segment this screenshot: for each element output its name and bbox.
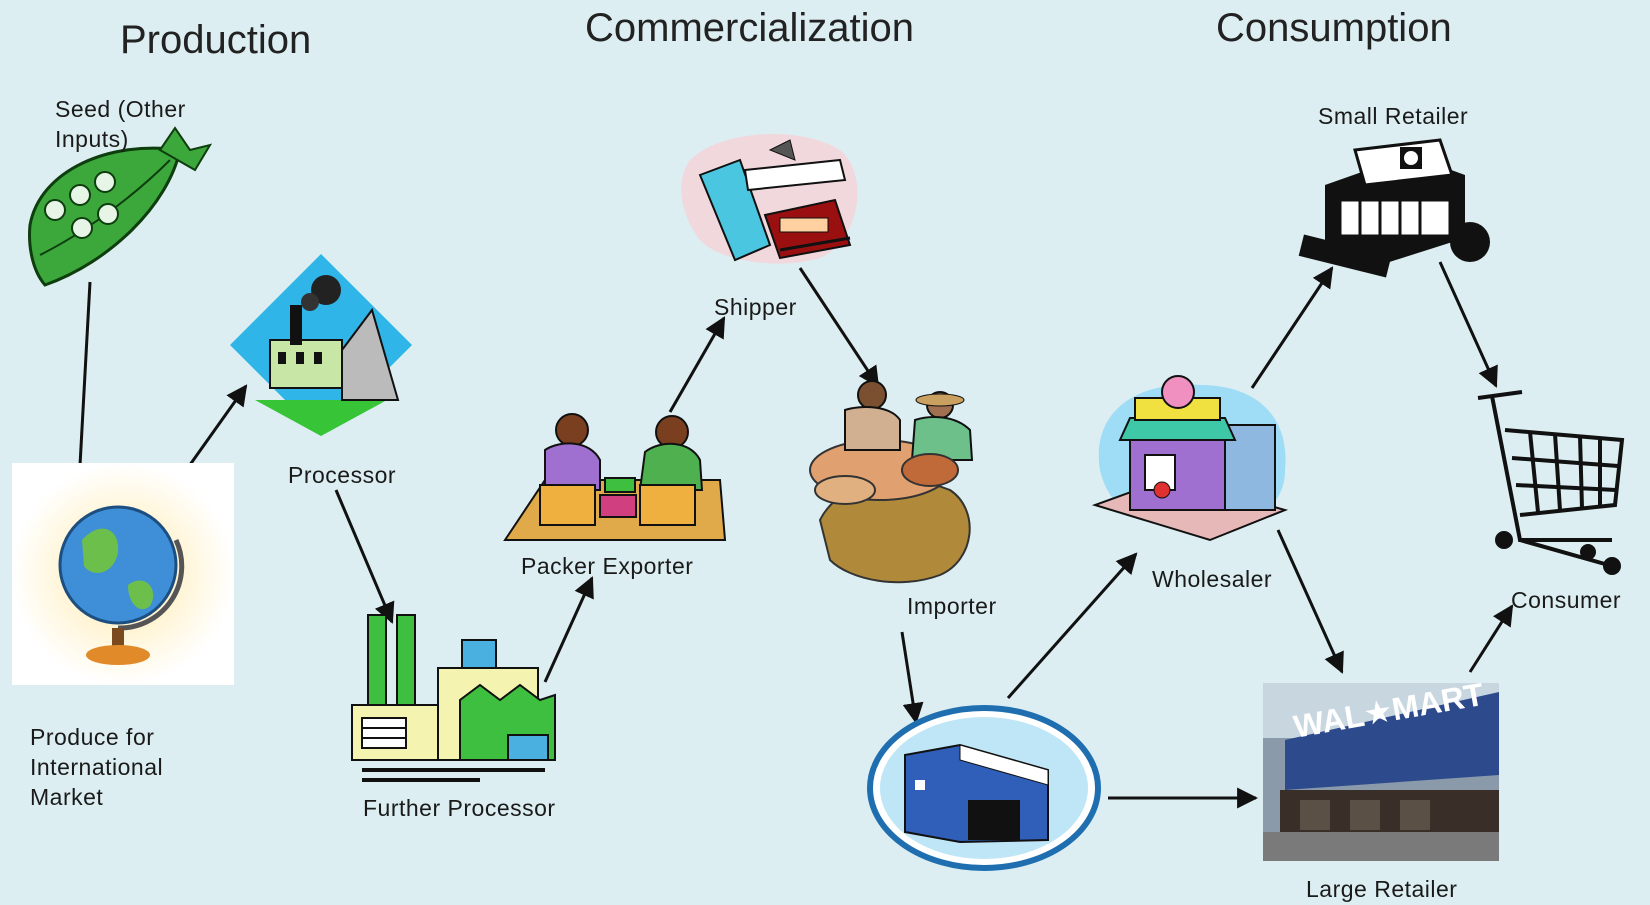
label-packer-exporter: Packer Exporter: [521, 553, 694, 579]
arrow-processor-to-further: [334, 489, 395, 624]
arrow-wholesaler-to-small: [1250, 266, 1334, 389]
header-consumption: Consumption: [1216, 6, 1452, 50]
label-processor: Processor: [288, 462, 397, 488]
label-shipper: Shipper: [714, 294, 797, 320]
cash-register-icon: [1298, 138, 1490, 278]
shopping-cart-icon: [1477, 390, 1625, 575]
header-commercialization: Commercialization: [585, 6, 914, 50]
flow-arrows: [68, 261, 1514, 809]
arrow-large-to-consumer: [1468, 604, 1514, 673]
arrow-packer-to-shipper: [668, 316, 726, 413]
arrow-small-to-consumer: [1438, 261, 1498, 388]
header-production: Production: [120, 18, 312, 62]
walmart-photo-icon: [1263, 683, 1499, 861]
transport-icon: [681, 133, 858, 264]
arrow-shipper-to-importer: [798, 267, 880, 388]
packers-icon: [503, 413, 727, 541]
arrow-importer-to-warehouse: [900, 631, 924, 725]
factory-diamond-icon: [230, 254, 412, 436]
label-large-retailer: Large Retailer: [1306, 876, 1458, 902]
green-factory-icon: [351, 614, 556, 782]
globe-icon: [12, 463, 234, 685]
arrow-wholesaler-to-large: [1276, 529, 1344, 674]
pea-pod-icon: [28, 126, 213, 287]
label-importer: Importer: [907, 593, 997, 619]
arrow-warehouse-to-wholesaler: [1006, 552, 1138, 699]
arrow-further-to-packer: [543, 576, 594, 683]
store-icon: [1091, 375, 1289, 542]
warehouse-icon: [867, 705, 1101, 871]
label-small-retailer: Small Retailer: [1318, 103, 1469, 129]
label-further-processor: Further Processor: [363, 795, 556, 821]
label-wholesaler: Wholesaler: [1152, 566, 1273, 592]
arrow-globe-to-processor: [180, 384, 248, 477]
label-consumer: Consumer: [1511, 587, 1622, 613]
label-seed: Seed (Other Inputs): [55, 96, 186, 152]
label-produce: Produce for International Market: [30, 724, 164, 810]
market-people-icon: [809, 380, 974, 584]
